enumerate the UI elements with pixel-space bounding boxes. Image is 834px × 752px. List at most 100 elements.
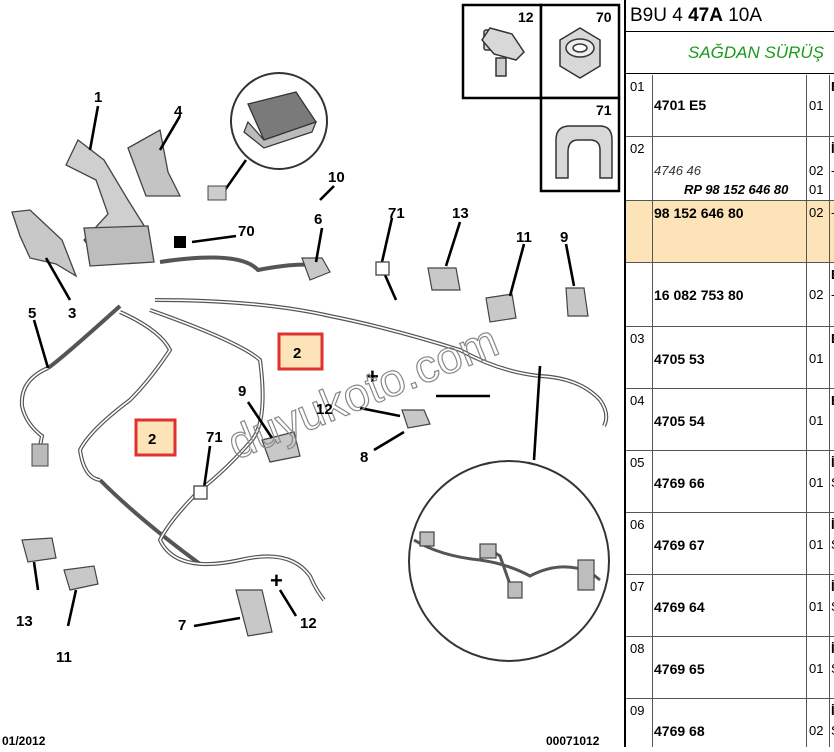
description-initial: İ bbox=[831, 641, 834, 656]
parts-diagram: 12 70 71 bbox=[2, 3, 621, 748]
plus-marker-b: + bbox=[270, 568, 283, 593]
cables-inner bbox=[79, 299, 608, 601]
description-initial: İ bbox=[831, 141, 834, 156]
row-number: 02 bbox=[630, 141, 645, 156]
marker-white-square-b bbox=[193, 485, 208, 500]
description-initial: İ bbox=[831, 579, 834, 594]
part-reference[interactable]: 4769 64 bbox=[654, 599, 705, 615]
handbrake-lever bbox=[65, 138, 155, 267]
quantity: 01 bbox=[809, 661, 824, 676]
part-reference[interactable]: 4705 53 bbox=[654, 351, 705, 367]
callout-2-upper: 2 bbox=[293, 345, 301, 362]
quantity: 02 bbox=[809, 723, 824, 738]
row-number: 06 bbox=[630, 517, 645, 532]
description-fragment: S bbox=[831, 537, 834, 552]
row-number: 03 bbox=[630, 331, 645, 346]
quantity: 02 bbox=[809, 163, 824, 178]
table-row[interactable]: 05 4769 66 01 İ S bbox=[626, 451, 834, 513]
callout-box-2-lower[interactable] bbox=[134, 418, 177, 457]
part-reference[interactable]: 4769 66 bbox=[654, 475, 705, 491]
cable-5-inner bbox=[21, 367, 49, 447]
plus-marker-a: + bbox=[366, 364, 379, 389]
description-fragment: - bbox=[831, 287, 834, 302]
callout-12-lower: 12 bbox=[300, 615, 317, 632]
marker-white-square-a bbox=[375, 261, 390, 276]
callout-12-upper: 12 bbox=[316, 401, 333, 418]
lever-cover bbox=[127, 128, 182, 197]
table-row-highlighted[interactable]: 98 152 646 80 02 - bbox=[626, 201, 834, 263]
part-reference-replacement[interactable]: RP 98 152 646 80 bbox=[684, 182, 789, 197]
model-bold: 47A bbox=[688, 5, 723, 26]
quantity: 01 bbox=[809, 413, 824, 428]
quantity-replacement: 01 bbox=[809, 182, 824, 197]
description-fragment: - bbox=[831, 205, 834, 220]
row-number: 09 bbox=[630, 703, 645, 718]
cable-end-5 bbox=[31, 443, 49, 467]
callout-13-upper: 13 bbox=[452, 205, 469, 222]
callout-9-lower: 9 bbox=[238, 383, 246, 400]
description-initial: İ bbox=[831, 517, 834, 532]
quantity: 01 bbox=[809, 599, 824, 614]
callout-box-2-upper[interactable] bbox=[277, 332, 324, 371]
callout-3: 3 bbox=[68, 305, 76, 322]
table-row[interactable]: 06 4769 67 01 İ S bbox=[626, 513, 834, 575]
description-initial: E bbox=[831, 79, 834, 94]
quantity: 01 bbox=[809, 537, 824, 552]
callout-13-lower: 13 bbox=[16, 613, 33, 630]
part-reference[interactable]: 4769 65 bbox=[654, 661, 705, 677]
part-reference[interactable]: 4769 67 bbox=[654, 537, 705, 553]
part-reference[interactable]: 4705 54 bbox=[654, 413, 705, 429]
callout-5: 5 bbox=[28, 305, 36, 322]
callout-1: 1 bbox=[94, 89, 102, 106]
callout-2-lower: 2 bbox=[148, 431, 156, 448]
row-number: 01 bbox=[630, 79, 645, 94]
clip-icon bbox=[555, 125, 613, 179]
table-row[interactable]: 09 4769 68 02 İ S bbox=[626, 699, 834, 747]
description-fragment: S bbox=[831, 599, 834, 614]
inset-label-71: 71 bbox=[596, 102, 612, 118]
part-reference-old: 4746 46 bbox=[654, 163, 701, 178]
table-row[interactable]: 07 4769 64 01 İ S bbox=[626, 575, 834, 637]
table-row[interactable]: 08 4769 65 01 İ S bbox=[626, 637, 834, 699]
table-row[interactable]: 16 082 753 80 02 E - bbox=[626, 263, 834, 327]
switch-small bbox=[207, 185, 227, 201]
part-reference[interactable]: 4701 E5 bbox=[654, 97, 707, 113]
table-row[interactable]: 01 4701 E5 01 E bbox=[626, 75, 834, 137]
table-row[interactable]: 03 4705 53 01 E bbox=[626, 327, 834, 389]
drive-subheader: SAĞDAN SÜRÜŞ bbox=[626, 32, 834, 74]
model-suffix: 10A bbox=[728, 5, 763, 26]
row-number: 08 bbox=[630, 641, 645, 656]
cable-5 bbox=[19, 366, 49, 447]
part-reference[interactable]: 98 152 646 80 bbox=[654, 205, 744, 221]
callout-11-lower: 11 bbox=[56, 649, 72, 666]
description-initial: E bbox=[831, 331, 834, 346]
quantity: 02 bbox=[809, 287, 824, 302]
detail-clips bbox=[419, 531, 595, 599]
table-row[interactable]: 04 4705 54 01 E bbox=[626, 389, 834, 451]
part-reference[interactable]: 4769 68 bbox=[654, 723, 705, 739]
row-number: 05 bbox=[630, 455, 645, 470]
callout-8: 8 bbox=[360, 449, 368, 466]
clips bbox=[21, 257, 589, 637]
callout-71-upper: 71 bbox=[388, 205, 405, 222]
table-row[interactable]: 02 4746 46 RP 98 152 646 80 02 01 İ - bbox=[626, 137, 834, 201]
callout-11-upper: 11 bbox=[516, 229, 532, 246]
part-reference[interactable]: 16 082 753 80 bbox=[654, 287, 744, 303]
description-initial: İ bbox=[831, 455, 834, 470]
nut-icon bbox=[559, 27, 601, 79]
description-fragment: S bbox=[831, 723, 834, 738]
cable-5-link bbox=[46, 304, 122, 370]
callout-leaders bbox=[32, 105, 576, 628]
callout-9-upper: 9 bbox=[560, 229, 568, 246]
inset-label-12: 12 bbox=[518, 9, 534, 25]
description-initial: E bbox=[831, 393, 834, 408]
detail-circle-cable bbox=[408, 460, 610, 662]
quantity: 01 bbox=[809, 351, 824, 366]
description-fragment: S bbox=[831, 661, 834, 676]
footer-code: 00071012 bbox=[546, 734, 600, 747]
callout-70: 70 bbox=[238, 223, 255, 240]
callout-6: 6 bbox=[314, 211, 322, 228]
quantity: 02 bbox=[809, 205, 824, 220]
callout-10: 10 bbox=[328, 169, 345, 186]
inset-label-70: 70 bbox=[596, 9, 612, 25]
